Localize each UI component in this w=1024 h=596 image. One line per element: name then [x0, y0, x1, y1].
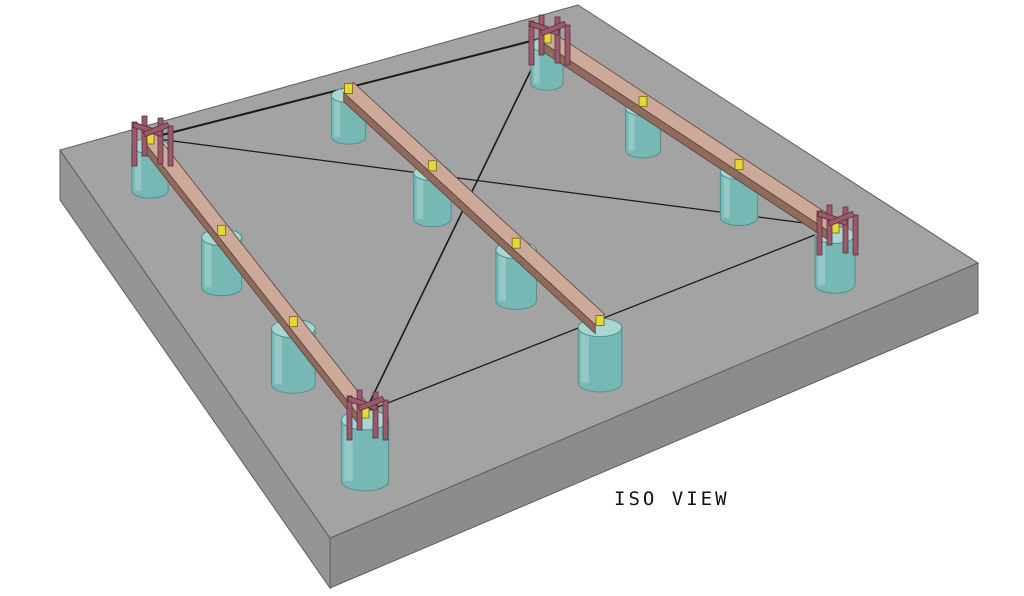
batter-board — [816, 204, 859, 256]
pier-highlight — [134, 146, 142, 191]
wood-beams — [143, 30, 840, 427]
string-line-diagonal-b — [364, 36, 548, 413]
batter-board-post — [131, 121, 138, 167]
pier-body — [577, 327, 623, 393]
batter-board-post — [554, 16, 561, 64]
batter-board-post — [157, 117, 164, 165]
pier-highlight — [344, 420, 353, 481]
post-base-connector — [344, 83, 353, 94]
batter-board-post — [842, 206, 849, 254]
batter-board-post — [528, 20, 535, 66]
batter-board-post — [346, 395, 353, 441]
batter-board-post — [382, 399, 389, 441]
batter-board-rail — [357, 395, 385, 412]
pier-highlight — [498, 250, 507, 301]
post-base-connector — [511, 237, 521, 249]
batter-board-rail — [539, 20, 567, 37]
pier-highlight — [334, 95, 341, 137]
batter-board — [528, 14, 571, 66]
pier-highlight — [533, 45, 540, 84]
post-base-connector — [734, 159, 744, 171]
batter-board-post — [167, 125, 174, 167]
view-label: ISO VIEW — [614, 488, 730, 510]
wood-beam — [343, 81, 606, 335]
post-base-connector — [427, 160, 437, 172]
batter-board-post — [816, 210, 823, 256]
post-base-connector — [288, 316, 298, 328]
pier-highlight — [818, 235, 826, 285]
batter-board-post — [372, 391, 379, 439]
batter-board-rail — [142, 121, 170, 138]
batter-board-post — [852, 214, 859, 256]
batter-board-post — [564, 24, 571, 66]
pier-highlight — [581, 327, 589, 383]
post-base-connector — [217, 224, 227, 236]
pier-highlight — [204, 237, 212, 288]
pier-highlight — [628, 108, 635, 151]
concrete-pier — [577, 317, 623, 393]
batter-board — [131, 115, 174, 167]
post-base-connector — [595, 315, 605, 326]
batter-board-rail — [827, 210, 855, 227]
batter-board — [346, 389, 389, 441]
batter-boards — [131, 14, 859, 441]
pier-highlight — [274, 328, 283, 385]
pier-highlight — [723, 171, 730, 218]
post-base-connector — [638, 95, 648, 107]
pier-highlight — [416, 172, 424, 219]
